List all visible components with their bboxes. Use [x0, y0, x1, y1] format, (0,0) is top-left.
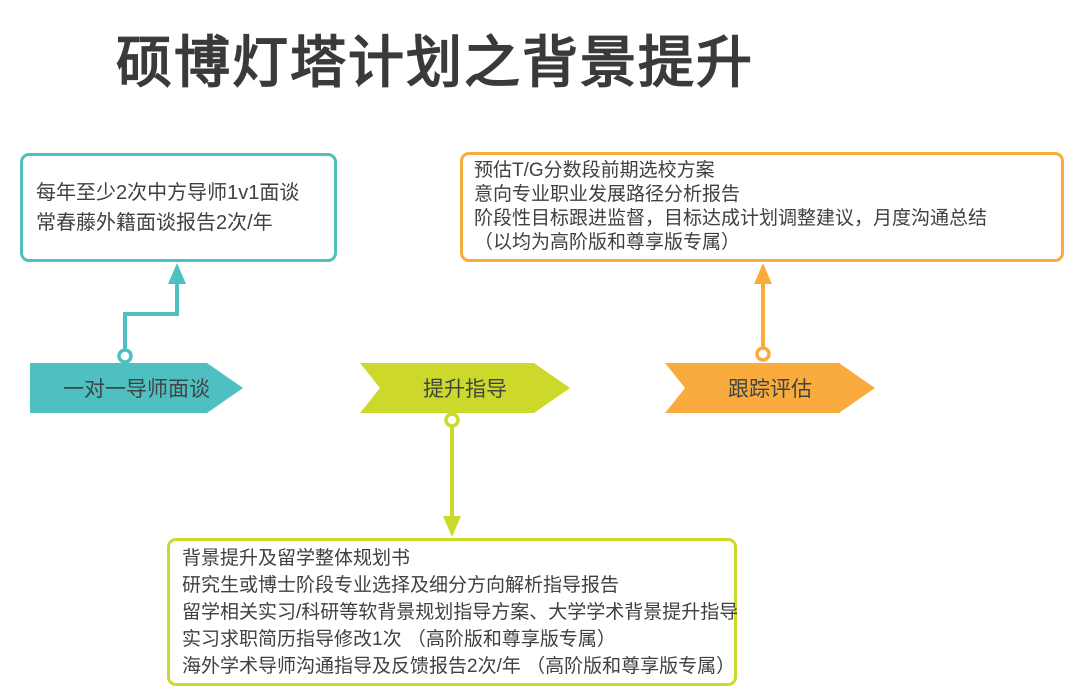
mentor-callout-line: 每年至少2次中方导师1v1面谈 [36, 181, 300, 204]
tracking-callout-line: 意向专业职业发展路径分析报告 [474, 184, 741, 205]
mentor-callout-line: 常春藤外籍面谈报告2次/年 [36, 211, 273, 234]
stage-banner-label: 提升指导 [423, 378, 507, 401]
arrowhead-down-icon [443, 516, 461, 537]
stage-banner-tracking: 跟踪评估 [665, 363, 875, 413]
guidance-callout-line: 背景提升及留学整体规划书 [182, 547, 411, 569]
stage-banner-mentor-interview: 一对一导师面谈 [30, 363, 243, 413]
connector-node-circle-icon [755, 346, 771, 362]
stage-banner-label: 一对一导师面谈 [63, 378, 210, 401]
guidance-callout-line: 研究生或博士阶段专业选择及细分方向解析指导报告 [182, 574, 620, 596]
arrowhead-up-icon [754, 263, 772, 284]
guidance-callout-line: 实习求职简历指导修改1次 （高阶版和尊享版专属） [182, 628, 616, 650]
stage-banner-label: 跟踪评估 [728, 378, 812, 401]
guidance-callout-line: 海外学术导师沟通指导及反馈报告2次/年 （高阶版和尊享版专属） [182, 655, 736, 677]
tracking-callout-line: （以均为高阶版和尊享版专属） [474, 232, 741, 253]
page-title: 硕博灯塔计划之背景提升 [116, 31, 754, 94]
connector-node-circle-icon [117, 348, 133, 364]
tracking-evaluation-callout-box: 预估T/G分数段前期选校方案 意向专业职业发展路径分析报告 阶段性目标跟进监督，… [460, 152, 1064, 262]
stage-banner-guidance: 提升指导 [360, 363, 570, 413]
arrowhead-up-icon [168, 263, 186, 284]
tracking-callout-line: 预估T/G分数段前期选校方案 [474, 160, 715, 181]
guidance-callout-box: 背景提升及留学整体规划书 研究生或博士阶段专业选择及细分方向解析指导报告 留学相… [167, 538, 739, 686]
tracking-callout-line: 阶段性目标跟进监督，目标达成计划调整建议，月度沟通总结 [474, 208, 988, 229]
guidance-callout-line: 留学相关实习/科研等软背景规划指导方案、大学学术背景提升指导 [182, 601, 739, 623]
mentor-interview-callout-box: 每年至少2次中方导师1v1面谈 常春藤外籍面谈报告2次/年 [20, 153, 337, 262]
connector-line-mentor [123, 283, 179, 350]
connector-node-circle-icon [444, 412, 460, 428]
